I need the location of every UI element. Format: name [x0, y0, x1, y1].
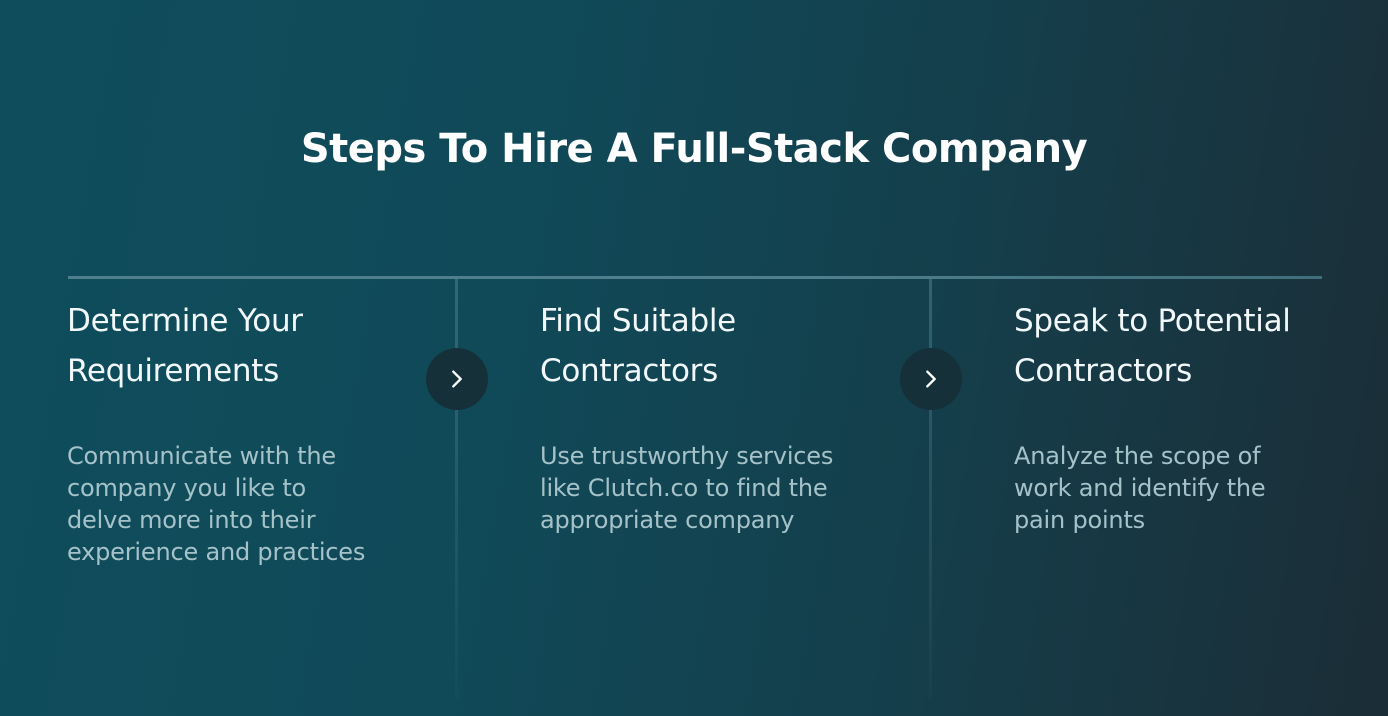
horizontal-divider: [68, 276, 1322, 279]
vertical-divider-2: [929, 279, 932, 699]
step-title-line: Contractors: [540, 353, 718, 389]
chevron-right-icon: [452, 370, 462, 388]
next-step-arrow: [426, 348, 488, 410]
step-title-line: Determine Your: [67, 303, 303, 339]
step-title: Find Suitable Contractors: [540, 296, 870, 396]
step-description: Analyze the scope of work and identify t…: [1014, 442, 1266, 534]
step-title-line: Contractors: [1014, 353, 1192, 389]
step-title: Speak to Potential Contractors: [1014, 296, 1354, 396]
step-speak-contractors: Speak to Potential Contractors Analyze t…: [1014, 296, 1354, 536]
page-title: Steps To Hire A Full-Stack Company: [300, 126, 1088, 172]
step-title: Determine Your Requirements: [67, 296, 397, 396]
step-description: Use trustworthy services like Clutch.co …: [540, 442, 834, 534]
next-step-arrow: [900, 348, 962, 410]
step-determine-requirements: Determine Your Requirements Communicate …: [67, 296, 397, 568]
step-find-contractors: Find Suitable Contractors Use trustworth…: [540, 296, 870, 536]
chevron-right-icon: [926, 370, 936, 388]
step-title-line: Speak to Potential: [1014, 303, 1291, 339]
vertical-divider-1: [455, 279, 458, 699]
step-title-line: Find Suitable: [540, 303, 736, 339]
step-title-line: Requirements: [67, 353, 279, 389]
step-description: Communicate with the company you like to…: [67, 442, 366, 566]
